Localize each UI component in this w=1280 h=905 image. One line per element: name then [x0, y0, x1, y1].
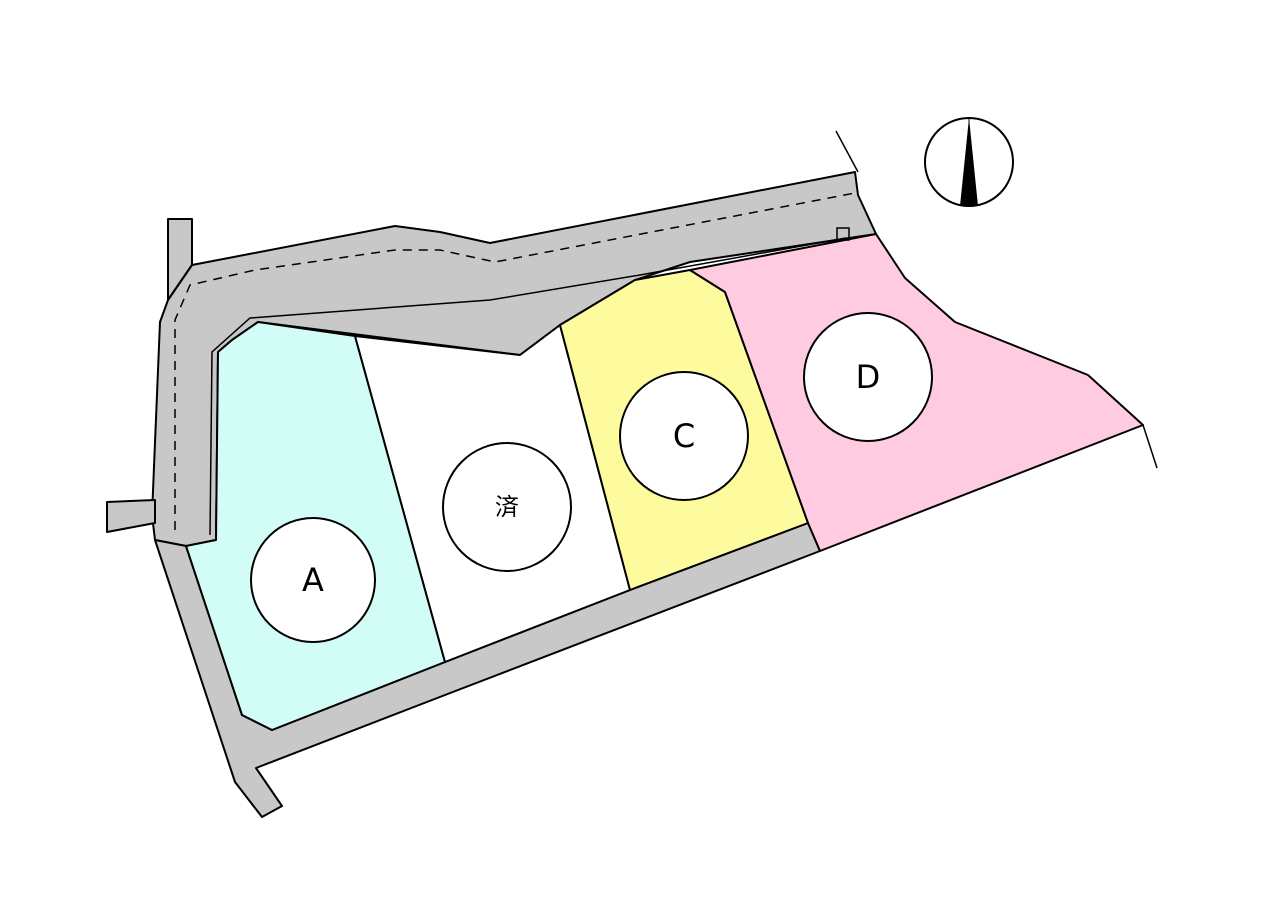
lot-sold-circle	[442, 442, 572, 572]
lot-c-circle	[619, 371, 749, 501]
lot-labels: A 済 C D	[250, 312, 933, 643]
north-boundary-line	[835, 130, 859, 173]
lot-d-label: D	[856, 358, 881, 396]
east-boundary-line	[1142, 424, 1158, 469]
lot-a-circle	[250, 517, 376, 643]
lot-a-label: A	[302, 561, 324, 599]
north-arrow-icon	[924, 117, 1014, 207]
boundary-marker	[836, 227, 850, 241]
road-inner-edge	[209, 237, 847, 536]
lot-c-label: C	[673, 417, 695, 455]
lot-sold-label: 済	[495, 493, 519, 521]
road-centerline	[174, 192, 856, 530]
road-details	[174, 130, 1158, 536]
lot-d-circle	[803, 312, 933, 442]
road-west	[106, 499, 156, 533]
